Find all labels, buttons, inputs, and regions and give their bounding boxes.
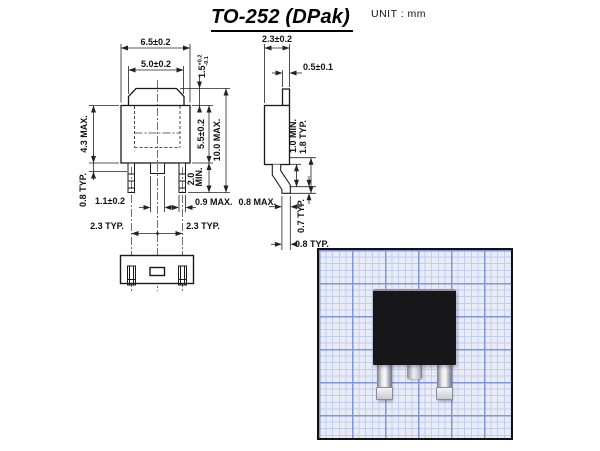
dim-front-total-length: 10.0 MAX. <box>212 119 222 162</box>
component-body <box>373 289 456 365</box>
unit-label: UNIT : mm <box>371 8 427 20</box>
dim-front-lead-length-value: 2.0 <box>186 173 196 186</box>
side-lead-outline <box>271 164 291 194</box>
dim-front-lead-length-suffix: MIN. <box>194 168 204 187</box>
dim-side-foot-width: 0.8 TYP. <box>295 239 329 249</box>
dim-front-body-height: 4.3 MAX. <box>79 115 89 153</box>
tab-height-tol-minus: -0.1 <box>204 56 210 65</box>
front-body-outline <box>120 104 191 164</box>
dim-front-tab-height: 1.5+0.2-0.1 <box>197 55 210 78</box>
lead-foot <box>376 387 393 400</box>
front-dimension-arrows <box>91 45 229 236</box>
side-dimension-arrows <box>264 45 314 247</box>
dim-side-tab-thickness: 0.5±0.1 <box>303 62 333 72</box>
dim-front-pitch-right: 2.3 TYP. <box>186 221 220 231</box>
front-view-drawing <box>120 87 191 193</box>
dim-front-body-length: 5.5±0.2 <box>196 119 206 149</box>
dim-side-foot-height: 0.7 TYP. <box>296 199 306 233</box>
dim-front-lead-width: 0.9 MAX. <box>195 197 233 207</box>
dim-side-standoff-min: 1.0 MIN. <box>288 119 298 153</box>
component-lead-right <box>436 360 453 400</box>
dim-front-center-lead-width: 1.1±0.2 <box>95 196 125 206</box>
side-tab-outline <box>281 88 291 107</box>
side-body-outline <box>263 104 291 166</box>
component-lead-left <box>376 360 393 400</box>
tab-height-tol-plus: +0.2 <box>198 55 204 66</box>
bottom-view-drawing <box>119 254 195 286</box>
dim-front-lead-thickness: 0.8 TYP. <box>78 173 88 207</box>
component-photo <box>317 248 513 440</box>
dim-side-standoff-typ: 1.8 TYP. <box>298 120 308 154</box>
dim-side-body-thickness: 2.3±0.2 <box>262 34 292 44</box>
front-tab-outline <box>127 87 185 106</box>
tab-height-value: 1.5 <box>197 65 207 78</box>
dim-front-top-width: 6.5±0.2 <box>141 37 171 47</box>
dim-front-pitch-left: 2.3 TYP. <box>90 221 124 231</box>
side-view-drawing <box>263 88 291 194</box>
page-title: TO-252 (DPak) <box>211 6 353 32</box>
lead-foot <box>436 387 453 400</box>
front-leads <box>127 162 186 193</box>
dim-side-lead-foot-thickness: 0.8 MAX. <box>238 197 276 207</box>
dim-front-tab-width: 5.0±0.2 <box>141 59 171 69</box>
